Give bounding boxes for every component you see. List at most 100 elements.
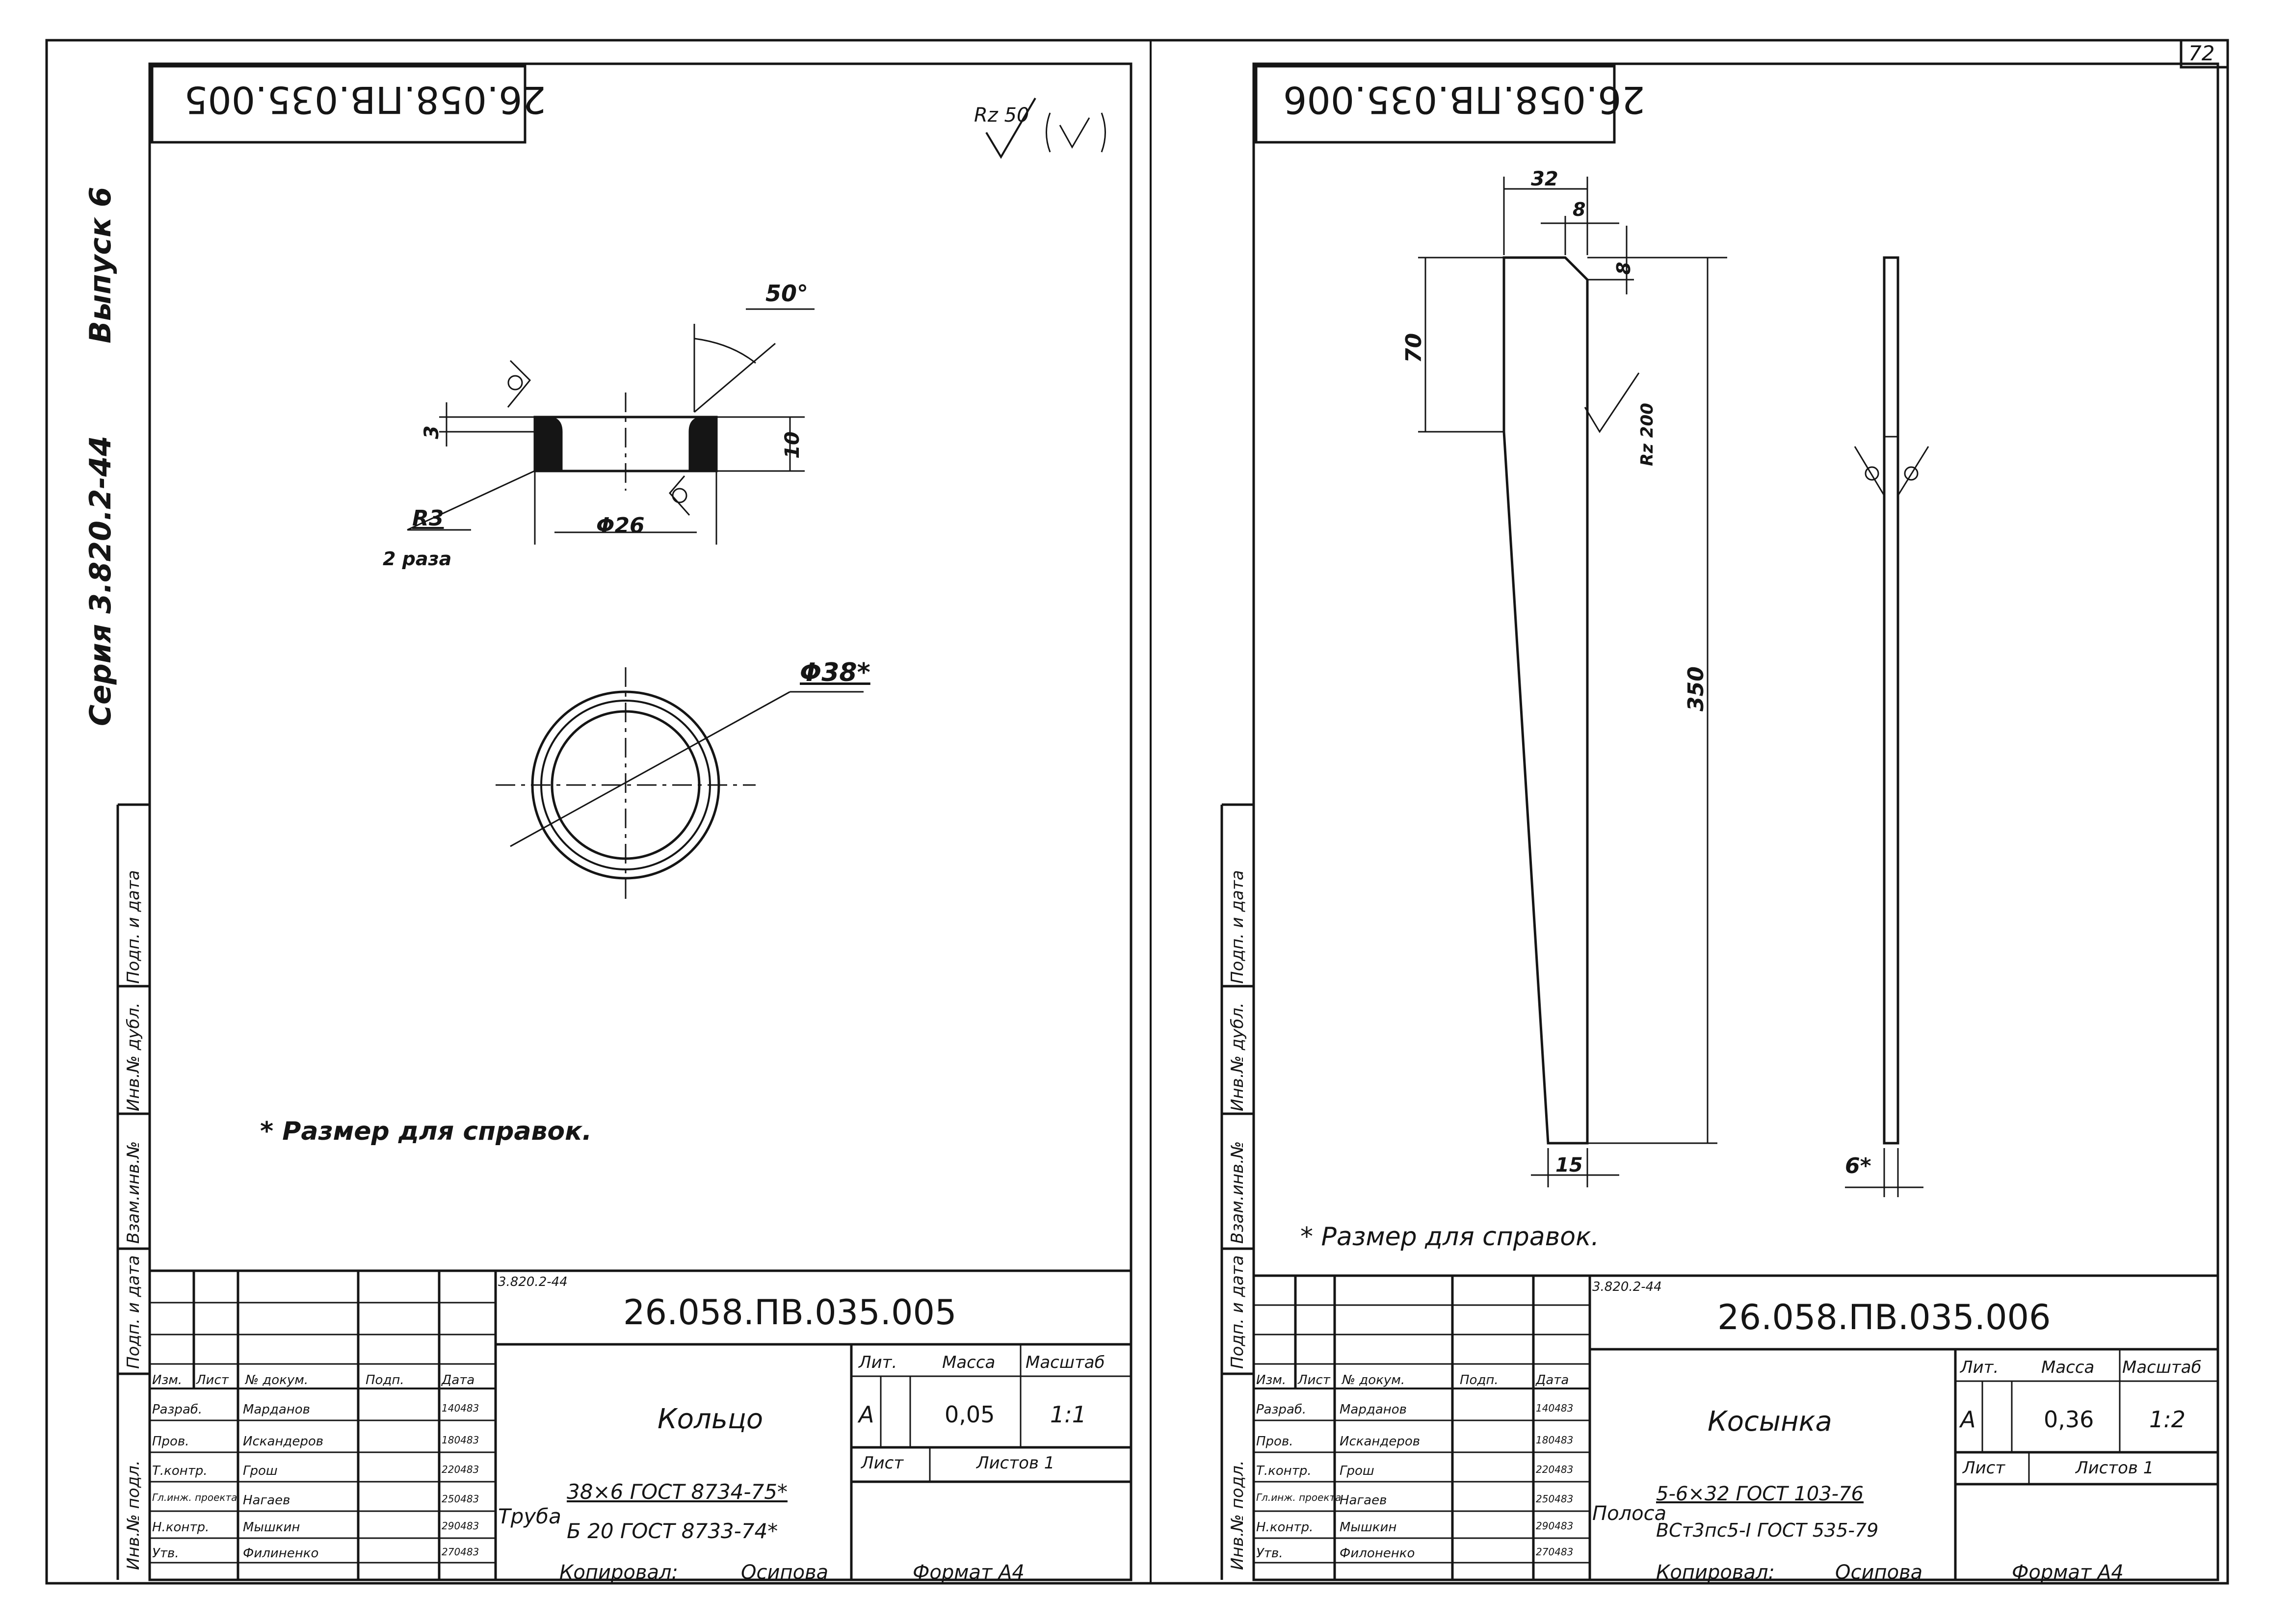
- left-rotated-code: 26.058.ПВ.035.005: [184, 78, 546, 122]
- right-role-2: Т.контр.: [1256, 1464, 1312, 1478]
- right-role-1: Пров.: [1256, 1434, 1293, 1449]
- left-roughness-symbol: [985, 97, 1106, 159]
- dim-radius: R3: [412, 506, 444, 531]
- dim-length: 350: [1684, 666, 1709, 711]
- left-name-0: Марданов: [243, 1402, 311, 1417]
- left-name-5: Филиненко: [243, 1546, 319, 1561]
- left-role-1: Пров.: [152, 1434, 189, 1449]
- gusset-side-view: [1845, 256, 1929, 1197]
- right-scale-value: 1:2: [2149, 1406, 2186, 1433]
- dim-outer-diameter: Φ38*: [800, 658, 870, 687]
- left-name-4: Мышкин: [243, 1520, 300, 1535]
- right-date-3: 250483: [1536, 1493, 1574, 1505]
- right-name-5: Филоненко: [1340, 1546, 1415, 1561]
- left-doc-code: 26.058.ПВ.035.005: [623, 1292, 957, 1333]
- right-part-name: Косынка: [1708, 1406, 1832, 1438]
- left-col-data: Дата: [442, 1373, 475, 1388]
- right-material-top: 5-6×32 ГОСТ 103-76: [1656, 1483, 1864, 1505]
- r-margin-label-podp-data-1: Подп. и дата: [1228, 1255, 1247, 1369]
- left-format: Формат А4: [913, 1561, 1025, 1584]
- ring-plan-view: [496, 667, 864, 903]
- issue-label: Выпуск 6: [83, 186, 118, 343]
- right-col-docnum: № докум.: [1342, 1373, 1405, 1388]
- right-name-1: Искандеров: [1340, 1434, 1421, 1449]
- left-date-0: 140483: [442, 1402, 479, 1414]
- right-name-4: Мышкин: [1340, 1520, 1397, 1535]
- left-col-izm: Изм.: [152, 1373, 183, 1388]
- left-reference-note: * Размер для справок.: [260, 1117, 592, 1146]
- left-listov-label: Листов 1: [976, 1453, 1055, 1473]
- right-lit-label: Лит.: [1960, 1358, 1999, 1377]
- right-inner-frame: [1252, 62, 2219, 1581]
- right-col-data: Дата: [1536, 1373, 1569, 1388]
- right-role-3: Гл.инж. проекта: [1256, 1492, 1342, 1503]
- right-mass-value: 0,36: [2044, 1406, 2094, 1433]
- left-copied-label: Копировал:: [559, 1561, 679, 1584]
- right-role-0: Разраб.: [1256, 1402, 1307, 1417]
- right-series-small: 3.820.2-44: [1592, 1280, 1662, 1294]
- left-date-2: 220483: [442, 1464, 479, 1475]
- dim-radius-note: 2 раза: [383, 548, 452, 570]
- page-number-box: [2180, 39, 2229, 69]
- right-listov-label: Листов 1: [2076, 1458, 2154, 1478]
- left-title-block: [148, 1269, 1132, 1581]
- left-roughness-value: Rz 50: [974, 104, 1029, 127]
- ring-section-view: [407, 308, 815, 545]
- right-name-2: Грош: [1340, 1464, 1374, 1478]
- left-name-2: Грош: [243, 1464, 278, 1478]
- outer-frame: [45, 39, 2229, 1585]
- left-date-3: 250483: [442, 1493, 479, 1505]
- right-list-label: Лист: [1963, 1458, 2005, 1478]
- left-mass-label: Масса: [942, 1353, 996, 1372]
- dim-bottom-width: 15: [1555, 1154, 1583, 1177]
- left-name-1: Искандеров: [243, 1434, 324, 1449]
- right-name-0: Марданов: [1340, 1402, 1407, 1417]
- left-rotated-code-box: [151, 65, 526, 144]
- right-format: Формат А4: [2012, 1561, 2124, 1584]
- right-lit-value: А: [1960, 1406, 1976, 1433]
- right-col-izm: Изм.: [1256, 1373, 1287, 1388]
- right-mass-label: Масса: [2041, 1358, 2095, 1377]
- left-scale-label: Масштаб: [1026, 1353, 1105, 1372]
- margin-label-dubl: Инв.№ дубл.: [124, 1002, 143, 1111]
- left-scale-value: 1:1: [1050, 1401, 1087, 1428]
- left-role-2: Т.контр.: [152, 1464, 208, 1478]
- r-margin-label-podp-data-2: Подп. и дата: [1228, 870, 1247, 984]
- left-name-3: Нагаев: [243, 1493, 290, 1508]
- left-material-prefix: Труба: [498, 1504, 561, 1528]
- right-role-5: Утв.: [1256, 1546, 1283, 1561]
- page-number: 72: [2188, 41, 2215, 65]
- dim-top-width: 32: [1531, 168, 1558, 190]
- right-date-4: 290483: [1536, 1520, 1574, 1532]
- left-lit-label: Лит.: [859, 1353, 897, 1372]
- dim-chamfer-height: 8: [1613, 262, 1634, 275]
- dim-inner-diameter: Φ26: [596, 513, 645, 538]
- dim-angle: 50°: [765, 280, 809, 307]
- margin-label-vzam: Взам.инв.№: [124, 1141, 143, 1244]
- left-role-5: Утв.: [152, 1546, 179, 1561]
- right-col-podp: Подп.: [1460, 1373, 1499, 1388]
- right-reference-note: * Размер для справок.: [1300, 1222, 1600, 1252]
- left-col-list: Лист: [196, 1373, 229, 1388]
- right-date-1: 180483: [1536, 1434, 1574, 1446]
- right-material-prefix: Полоса: [1592, 1502, 1667, 1525]
- right-name-3: Нагаев: [1340, 1493, 1387, 1508]
- right-title-block: [1252, 1274, 2219, 1581]
- left-role-0: Разраб.: [152, 1402, 203, 1417]
- left-role-3: Гл.инж. проекта: [152, 1492, 237, 1503]
- series-label: Серия 3.820.2-44: [83, 436, 118, 726]
- right-col-list: Лист: [1298, 1373, 1330, 1388]
- right-copier-name: Осипова: [1835, 1561, 1923, 1584]
- right-scale-label: Масштаб: [2122, 1358, 2202, 1377]
- dim-thickness-ref: 6*: [1845, 1153, 1871, 1179]
- r-margin-label-inv-podl: Инв.№ подл.: [1228, 1460, 1247, 1570]
- margin-label-podp-data-2: Подп. и дата: [124, 870, 143, 984]
- right-copied-label: Копировал:: [1656, 1561, 1775, 1584]
- right-rotated-code-box: [1255, 65, 1616, 144]
- left-col-podp: Подп.: [366, 1373, 404, 1388]
- r-margin-label-dubl: Инв.№ дубл.: [1228, 1002, 1247, 1111]
- left-series-small: 3.820.2-44: [498, 1275, 568, 1289]
- margin-label-podp-data-1: Подп. и дата: [124, 1255, 143, 1369]
- left-date-5: 270483: [442, 1546, 479, 1558]
